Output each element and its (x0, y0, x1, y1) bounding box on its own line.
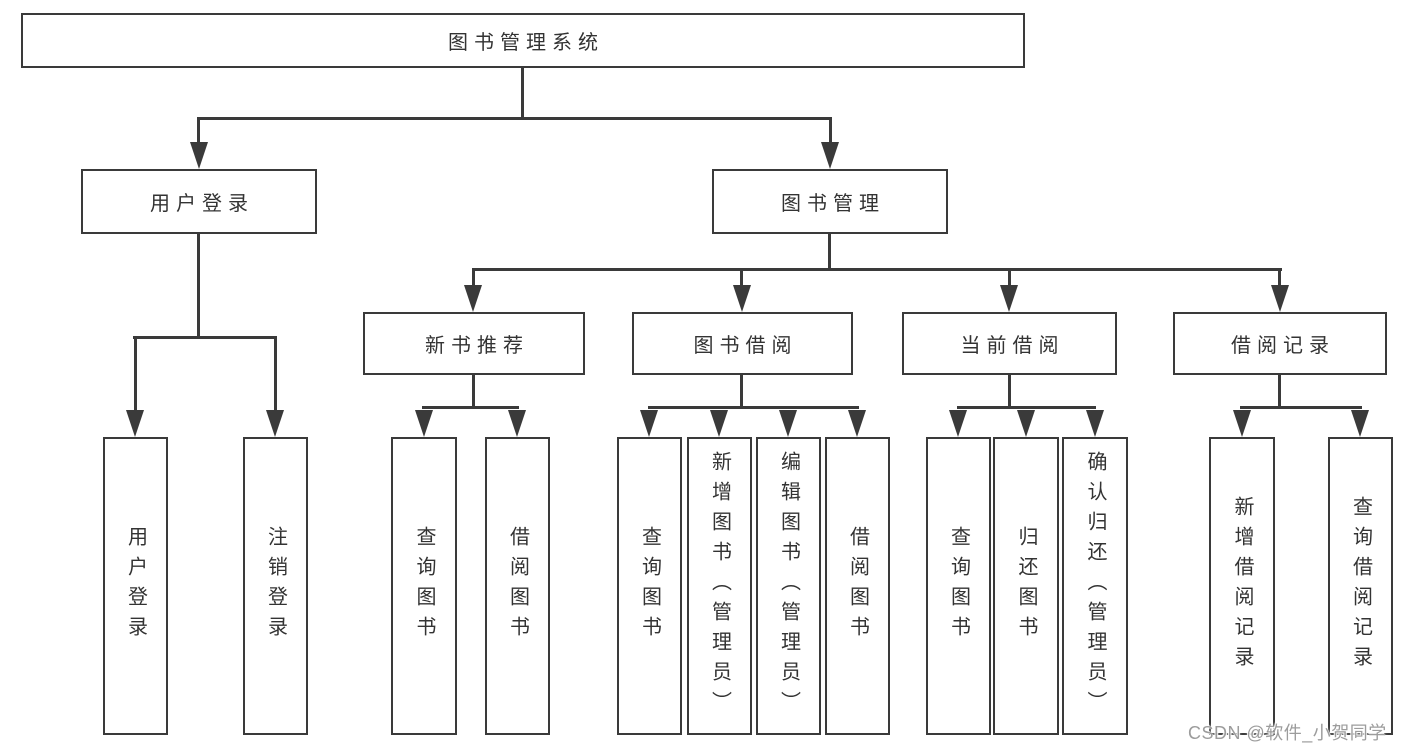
leaf-add-book-admin: 新增图书（管理员） (687, 437, 752, 735)
arrow-down-icon (508, 410, 526, 437)
leaf-user-login: 用户登录 (103, 437, 168, 735)
leaf-label: 用户登录 (124, 526, 147, 646)
connector-line (740, 268, 743, 286)
connector-line (1008, 375, 1011, 409)
connector-line (134, 336, 137, 411)
connector-line (1278, 268, 1281, 286)
arrow-down-icon (949, 410, 967, 437)
node-label: 新书推荐 (425, 335, 529, 357)
leaf-label: 归还图书 (1015, 526, 1037, 646)
arrow-down-icon (779, 410, 797, 437)
arrow-down-icon (190, 142, 208, 169)
arrow-down-icon (266, 410, 284, 437)
csdn-watermark: CSDN @软件_小贺同学 (1188, 723, 1387, 743)
connector-line (472, 268, 1282, 271)
leaf-query-book-current: 查询图书 (926, 437, 991, 735)
node-borrowing-records: 借阅记录 (1173, 312, 1387, 375)
arrow-down-icon (640, 410, 658, 437)
leaf-label: 编辑图书（管理员） (777, 451, 800, 721)
node-user-login: 用户登录 (81, 169, 317, 234)
arrow-down-icon (1000, 285, 1018, 312)
arrow-down-icon (415, 410, 433, 437)
arrow-down-icon (710, 410, 728, 437)
connector-line (472, 375, 475, 409)
node-library-system-root: 图书管理系统 (21, 13, 1025, 68)
leaf-return-book: 归还图书 (993, 437, 1059, 735)
node-book-borrowing: 图书借阅 (632, 312, 853, 375)
connector-line (133, 336, 277, 339)
connector-line (1008, 268, 1011, 286)
arrow-down-icon (464, 285, 482, 312)
connector-line (198, 117, 832, 120)
leaf-label: 新增借阅记录 (1231, 496, 1253, 676)
node-book-management: 图书管理 (712, 169, 948, 234)
arrow-down-icon (733, 285, 751, 312)
arrow-down-icon (1271, 285, 1289, 312)
connector-line (1240, 406, 1362, 409)
node-new-book-recommend: 新书推荐 (363, 312, 585, 375)
leaf-confirm-return-admin: 确认归还（管理员） (1062, 437, 1128, 735)
connector-line (1278, 375, 1281, 409)
connector-line (197, 234, 200, 339)
leaf-label: 查询图书 (947, 526, 970, 646)
leaf-query-book-borrow: 查询图书 (617, 437, 682, 735)
leaf-label: 查询图书 (413, 526, 435, 646)
arrow-down-icon (821, 142, 839, 169)
arrow-down-icon (1233, 410, 1251, 437)
connector-line (648, 406, 859, 409)
connector-line (521, 68, 524, 118)
leaf-query-book-recommend: 查询图书 (391, 437, 457, 735)
connector-line (828, 234, 831, 271)
node-label: 图书管理系统 (448, 32, 604, 54)
leaf-label: 注销登录 (264, 526, 287, 646)
connector-line (274, 336, 277, 411)
arrow-down-icon (126, 410, 144, 437)
leaf-edit-book-admin: 编辑图书（管理员） (756, 437, 821, 735)
arrow-down-icon (848, 410, 866, 437)
leaf-label: 确认归还（管理员） (1084, 451, 1106, 721)
connector-line (957, 406, 1096, 409)
leaf-label: 查询借阅记录 (1349, 496, 1372, 676)
node-label: 用户登录 (150, 193, 254, 215)
leaf-label: 新增图书（管理员） (708, 451, 731, 721)
connector-line (829, 117, 832, 143)
leaf-borrow-book-recommend: 借阅图书 (485, 437, 550, 735)
arrow-down-icon (1017, 410, 1035, 437)
connector-line (422, 406, 519, 409)
leaf-label: 借阅图书 (506, 526, 529, 646)
arrow-down-icon (1351, 410, 1369, 437)
arrow-down-icon (1086, 410, 1104, 437)
connector-line (197, 117, 200, 143)
connector-line (472, 268, 475, 286)
leaf-label: 借阅图书 (846, 526, 869, 646)
leaf-add-borrow-record: 新增借阅记录 (1209, 437, 1275, 735)
leaf-logout: 注销登录 (243, 437, 308, 735)
node-label: 借阅记录 (1231, 335, 1335, 357)
leaf-borrow-book: 借阅图书 (825, 437, 890, 735)
node-label: 图书管理 (781, 193, 885, 215)
node-current-borrowing: 当前借阅 (902, 312, 1117, 375)
connector-line (740, 375, 743, 409)
node-label: 图书借阅 (693, 335, 798, 357)
node-label: 当前借阅 (960, 335, 1065, 357)
leaf-label: 查询图书 (638, 526, 661, 646)
leaf-query-borrow-record: 查询借阅记录 (1328, 437, 1393, 735)
